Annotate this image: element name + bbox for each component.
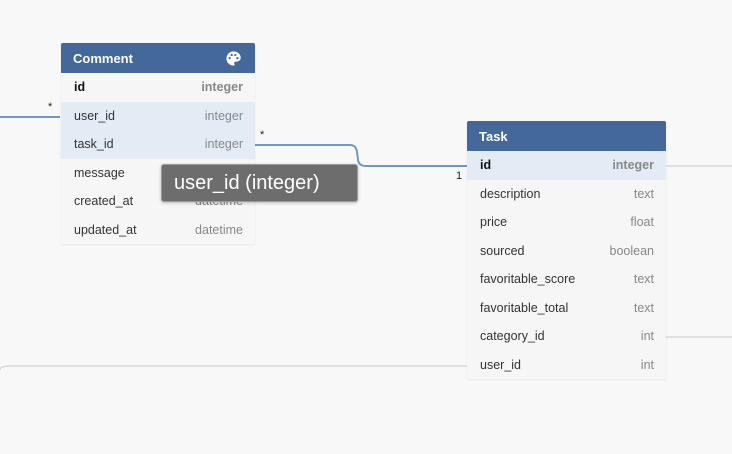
field-name: message [74, 165, 125, 180]
task-table-header[interactable]: Task [467, 121, 666, 151]
field-row-sourced[interactable]: sourced boolean [467, 236, 666, 265]
field-type: text [633, 272, 654, 287]
field-type: text [633, 300, 654, 315]
field-row-id[interactable]: id integer [61, 73, 255, 102]
field-name: user_id [74, 108, 115, 123]
field-type: float [630, 215, 654, 230]
field-name: price [480, 215, 508, 230]
tooltip-text: user_id (integer) [174, 171, 320, 194]
field-row-id[interactable]: id integer [467, 151, 666, 180]
field-type: integer [204, 108, 243, 123]
field-name: id [480, 158, 492, 173]
field-row-task-id[interactable]: task_id integer [61, 130, 255, 159]
field-type: integer [201, 80, 243, 95]
relation-line-task-user[interactable] [0, 365, 467, 371]
field-name: task_id [74, 137, 114, 152]
field-type: text [633, 186, 654, 201]
field-type: integer [204, 137, 243, 152]
task-table[interactable]: Task id integer description text price float s… [467, 121, 666, 379]
field-name: id [74, 80, 86, 95]
field-row-user-id[interactable]: user_id int [467, 350, 666, 379]
field-type: datetime [195, 222, 243, 237]
field-type: int [640, 357, 654, 372]
field-row-user-id[interactable]: user_id integer [61, 101, 255, 130]
field-row-category-id[interactable]: category_id int [467, 322, 666, 351]
field-name: user_id [480, 357, 521, 372]
field-type: int [640, 329, 654, 344]
field-name: updated_at [74, 222, 137, 237]
field-name: description [480, 186, 541, 201]
comment-table-header[interactable]: Comment [61, 43, 255, 73]
field-row-updated-at[interactable]: updated_at datetime [61, 215, 255, 244]
field-row-favoritable-score[interactable]: favoritable_score text [467, 265, 666, 294]
cardinality-one-label: 1 [456, 170, 463, 182]
field-tooltip: user_id (integer) [161, 164, 358, 202]
task-fields: id integer description text price float source… [467, 151, 666, 379]
field-name: category_id [480, 329, 545, 344]
relation-line-comment-task[interactable] [255, 144, 467, 167]
field-row-description[interactable]: description text [467, 179, 666, 208]
palette-icon[interactable] [225, 50, 242, 67]
field-name: sourced [480, 243, 525, 258]
field-name: favoritable_total [480, 300, 569, 315]
field-row-favoritable-total[interactable]: favoritable_total text [467, 293, 666, 322]
cardinality-many-label: * [48, 101, 53, 113]
field-row-price[interactable]: price float [467, 208, 666, 237]
table-title: Task [479, 128, 508, 144]
field-type: boolean [609, 243, 655, 258]
field-name: favoritable_score [480, 272, 576, 287]
table-title: Comment [73, 50, 133, 66]
field-name: created_at [74, 194, 134, 209]
field-type: integer [612, 158, 654, 173]
cardinality-many-label: * [260, 129, 265, 141]
